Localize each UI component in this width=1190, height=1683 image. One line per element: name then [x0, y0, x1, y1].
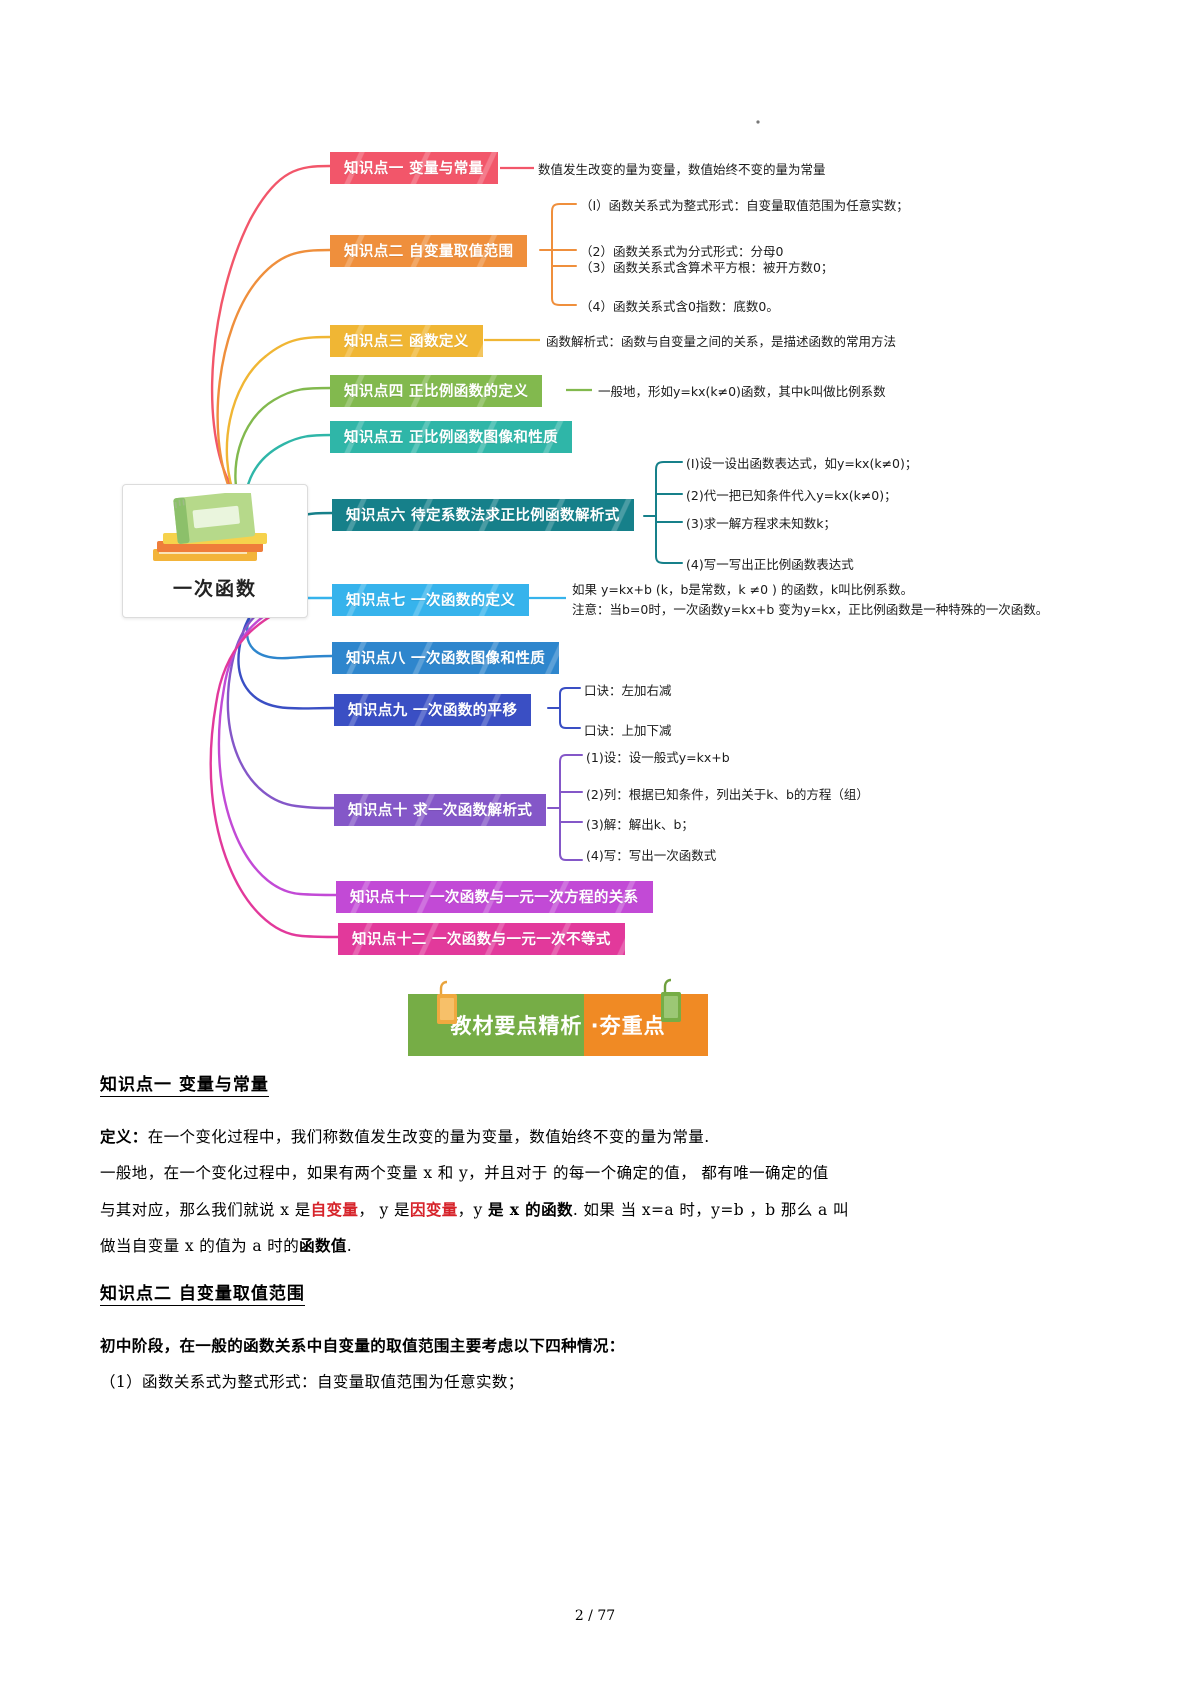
p3-g: . 如果 当 x=a 时，y=b ，b 那么 a 叫	[572, 1200, 849, 1219]
mindmap: 一次函数 知识点一 变量与常量 知识点二 自变量取值范围 知识点三 函数定义 知…	[122, 120, 1049, 955]
topic-label: 知识点七 一次函数的定义	[346, 593, 516, 609]
detail-10b: (2)列：根据已知条件，列出关于k、b的方程（组）	[586, 787, 869, 802]
topic-label: 知识点八 一次函数图像和性质	[346, 651, 546, 667]
topic-label: 知识点三 函数定义	[344, 334, 469, 350]
center-node-label: 一次函数	[172, 578, 257, 600]
p3-independent-variable: 自变量	[310, 1199, 359, 1219]
topic-label: 知识点一 变量与常量	[344, 161, 484, 177]
paper-clip-icon-left	[437, 980, 457, 1024]
topic-label: 知识点六 待定系数法求正比例函数解析式	[346, 508, 620, 524]
detail-7a: 如果 y=kx+b (k，b是常数，k ≠0 ) 的函数，k叫比例系数。	[572, 582, 914, 597]
section-heading-2: 知识点二 自变量取值范围	[100, 1279, 305, 1306]
topic-label: 知识点五 正比例函数图像和性质	[344, 430, 559, 446]
detail-6c: (3)求一解方程求未知数k；	[686, 516, 836, 531]
paragraph-general: 一般地，在一个变化过程中，如果有两个变量 x 和 y，并且对于 的每一个确定的值…	[100, 1164, 829, 1183]
page-number: 2 / 77	[574, 1608, 616, 1624]
topic-node-12[interactable]: 知识点十二 一次函数与一元一次不等式	[338, 923, 625, 955]
p4-c: .	[346, 1237, 353, 1256]
detail-10d: (4)写：写出一次函数式	[586, 848, 717, 863]
detail-6d: (4)写一写出正比例函数表达式	[686, 557, 854, 572]
detail-9b: 口诀：上加下减	[584, 723, 672, 738]
topic-node-10[interactable]: 知识点十 求一次函数解析式	[334, 794, 547, 826]
topic-node-4[interactable]: 知识点四 正比例函数的定义	[330, 375, 543, 407]
detail-6a: (I)设一设出函数表达式，如y=kx(k≠0)；	[686, 456, 918, 471]
topic-label: 知识点九 一次函数的平移	[348, 703, 518, 719]
p4-function-value: 函数值	[299, 1236, 347, 1256]
p3-c: ， y 是	[358, 1200, 410, 1219]
paper-clip-icon-right	[661, 978, 681, 1022]
books-icon	[153, 493, 267, 561]
detail-2d: （4）函数关系式含0指数：底数0。	[580, 299, 779, 314]
topic-node-8[interactable]: 知识点八 一次函数图像和性质	[332, 642, 560, 674]
definition-text: 在一个变化过程中，我们称数值发生改变的量为变量，数值始终不变的量为常量.	[147, 1128, 710, 1146]
topic-node-1[interactable]: 知识点一 变量与常量	[330, 152, 498, 184]
p3-e: ，y	[457, 1200, 489, 1219]
topic-node-11[interactable]: 知识点十一 一次函数与一元一次方程的关系	[336, 881, 653, 913]
detail-10a: (1)设：设一般式y=kx+b	[586, 750, 730, 765]
detail-2a: （I）函数关系式为整式形式：自变量取值范围为任意实数；	[580, 198, 909, 213]
detail-6b: (2)代一把已知条件代入y=kx(k≠0)；	[686, 488, 897, 503]
p3-function-of-x: 是 x 的函数	[488, 1199, 573, 1219]
detail-2b: （2）函数关系式为分式形式：分母0	[580, 244, 784, 259]
section-banner: 教材要点精析 ·夯重点	[408, 978, 708, 1056]
banner-title: 教材要点精析 ·夯重点	[450, 1014, 666, 1038]
topic-node-9[interactable]: 知识点九 一次函数的平移	[334, 694, 532, 726]
topic-label: 知识点二 自变量取值范围	[344, 244, 514, 260]
banner-orange-block	[584, 994, 708, 1056]
topic-node-2[interactable]: 知识点二 自变量取值范围	[330, 235, 528, 267]
paragraph-function-value: 做当自变量 x 的值为 a 时的函数值.	[100, 1228, 1110, 1264]
section-heading-1: 知识点一 变量与常量	[100, 1070, 269, 1097]
paragraph-range-intro: 初中阶段，在一般的函数关系中自变量的取值范围主要考虑以下四种情况：	[100, 1335, 625, 1355]
article-body: 知识点一 变量与常量 定义：在一个变化过程中，我们称数值发生改变的量为变量，数值…	[100, 1070, 1110, 1401]
topic-node-3[interactable]: 知识点三 函数定义	[330, 325, 483, 357]
detail-4: 一般地，形如y=kx(k≠0)函数，其中k叫做比例系数	[598, 384, 886, 399]
detail-3: 函数解析式：函数与自变量之间的关系，是描述函数的常用方法	[546, 334, 897, 349]
mindmap-center-node[interactable]: 一次函数	[122, 484, 308, 618]
detail-7b: 注意：当b=0时，一次函数y=kx+b 变为y=kx，正比例函数是一种特殊的一次…	[572, 602, 1049, 617]
topic-node-7[interactable]: 知识点七 一次函数的定义	[332, 584, 530, 616]
detail-9a: 口诀：左加右减	[584, 683, 672, 698]
definition-label: 定义：	[100, 1127, 148, 1146]
topic-label: 知识点十二 一次函数与一元一次不等式	[352, 932, 611, 948]
p3-a: 与其对应，那么我们就说 x 是	[100, 1200, 311, 1219]
topic-label: 知识点十一 一次函数与一元一次方程的关系	[350, 890, 639, 906]
paragraph-range-item-1: （1）函数关系式为整式形式：自变量取值范围为任意实数；	[100, 1373, 524, 1392]
detail-2c: （3）函数关系式含算术平方根：被开方数0；	[580, 260, 834, 275]
paragraph-variables: 与其对应，那么我们就说 x 是自变量， y 是因变量，y 是 x 的函数. 如果…	[100, 1192, 1110, 1228]
topic-node-6[interactable]: 知识点六 待定系数法求正比例函数解析式	[332, 499, 634, 531]
topic-label: 知识点十 求一次函数解析式	[348, 803, 533, 819]
detail-1: 数值发生改变的量为变量，数值始终不变的量为常量	[538, 162, 826, 177]
topic-node-5[interactable]: 知识点五 正比例函数图像和性质	[330, 421, 573, 453]
p3-dependent-variable: 因变量	[409, 1199, 458, 1219]
topic-label: 知识点四 正比例函数的定义	[344, 384, 529, 400]
detail-10c: (3)解：解出k、b；	[586, 817, 694, 832]
paragraph-definition: 定义：在一个变化过程中，我们称数值发生改变的量为变量，数值始终不变的量为常量.	[100, 1119, 1110, 1155]
p4-a: 做当自变量 x 的值为 a 时的	[100, 1237, 300, 1256]
